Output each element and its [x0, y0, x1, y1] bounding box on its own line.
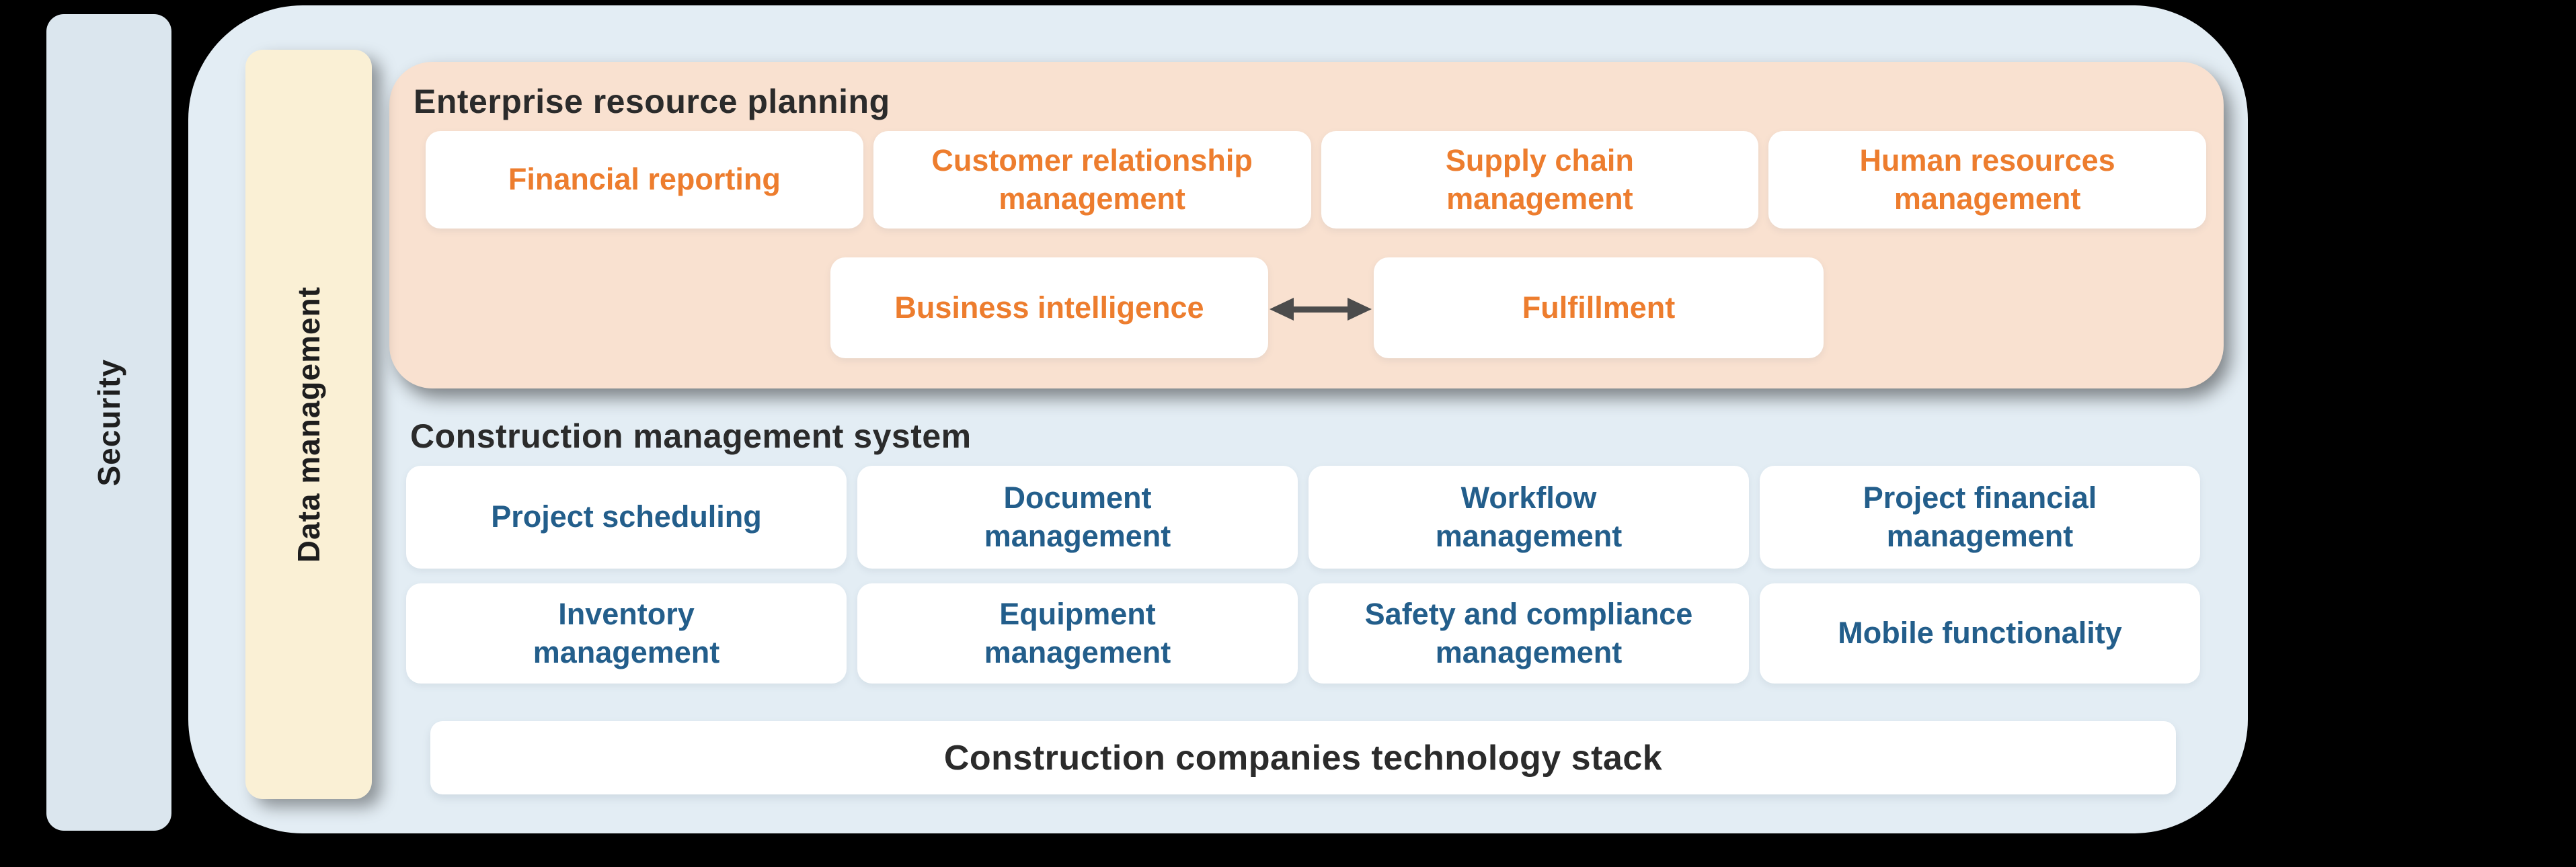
cms-box-mobile-functionality: Mobile functionality [1760, 583, 2200, 684]
erp-box-customer-relationship-management: Customer relationship management [873, 131, 1311, 229]
cms-box-workflow-management: Workflow management [1309, 466, 1749, 569]
security-layer-label: Security [91, 358, 126, 487]
erp-box-supply-chain-management: Supply chain management [1321, 131, 1759, 229]
bidirectional-arrow-icon [1270, 298, 1372, 321]
arrow-shaft [1294, 306, 1348, 313]
erp-box-financial-reporting: Financial reporting [426, 131, 863, 229]
erp-modules-row: Financial reporting Customer relationshi… [426, 131, 2206, 229]
security-layer-bar: Security [46, 14, 171, 831]
erp-section: Enterprise resource planning Financial r… [389, 62, 2224, 388]
footer-bar: Construction companies technology stack [430, 721, 2176, 794]
erp-box-business-intelligence: Business intelligence [830, 257, 1268, 358]
data-management-layer-bar: Data management [245, 50, 372, 799]
cms-box-equipment-management: Equipment management [857, 583, 1298, 684]
cms-box-project-scheduling: Project scheduling [406, 466, 847, 569]
cms-box-project-financial-management: Project financial management [1760, 466, 2200, 569]
cms-section-title: Construction management system [410, 417, 972, 455]
data-management-layer-label: Data management [291, 286, 326, 563]
arrow-head-right [1348, 298, 1372, 321]
cms-modules-grid: Project scheduling Document management W… [406, 466, 2200, 684]
cms-box-inventory-management: Inventory management [406, 583, 847, 684]
arrow-head-left [1270, 298, 1294, 321]
stack-container: Data management Enterprise resource plan… [188, 5, 2248, 833]
cms-box-safety-and-compliance-management: Safety and compliance management [1309, 583, 1749, 684]
erp-box-fulfillment: Fulfillment [1374, 257, 1824, 358]
footer-label: Construction companies technology stack [943, 738, 1663, 778]
cms-box-document-management: Document management [857, 466, 1298, 569]
erp-section-title: Enterprise resource planning [414, 83, 890, 120]
erp-box-human-resources-management: Human resources management [1768, 131, 2206, 229]
